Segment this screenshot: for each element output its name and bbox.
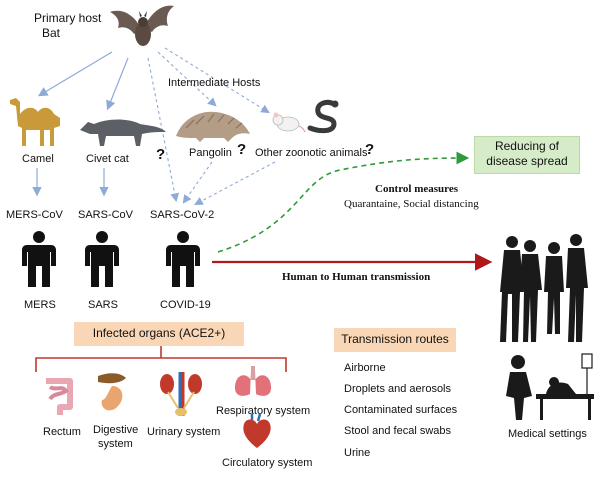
transmission-routes-title: Transmission routes [341,332,449,346]
sars-label: SARS [88,299,118,311]
human-sars-icon [85,231,119,287]
route-item: Stool and fecal swabs [344,425,452,437]
route-item: Urine [344,447,371,459]
route-item: Airborne [344,362,386,374]
sars-cov-label: SARS-CoV [78,209,134,221]
pangolin-question-mark: ? [237,141,247,158]
camel-label: Camel [22,153,54,165]
arrow-bat-other [164,47,270,114]
sars-cov-2-label: SARS-CoV-2 [150,209,215,221]
rectum-icon [46,378,73,415]
bat-label: Bat [42,26,61,40]
other-animals-label: Other zoonotic animals [255,147,368,159]
digestive-system-icon [98,373,126,411]
arrow-bat-sars2 [147,57,180,203]
primary-host-label: Primary host [34,11,102,25]
reducing-spread-box: Reducing of disease spread [474,136,580,174]
people-group-icon [500,234,588,342]
arrow-bat-pangolin [157,51,217,107]
mers-label: MERS [24,299,56,311]
heart-icon [243,414,271,448]
mouse-icon [272,112,306,133]
infected-organs-title: Infected organs (ACE2+) [92,326,226,340]
circulatory-label: Circulatory system [222,457,313,469]
pangolin-label: Pangolin [189,147,232,159]
human-mers-icon [22,231,56,287]
lungs-icon [234,366,272,396]
reducing-line2: disease spread [486,154,568,168]
digestive-label-line2: system [98,438,133,450]
control-measures-title: Control measures [375,183,459,195]
covid-19-label: COVID-19 [160,299,211,311]
urinary-system-icon [160,372,202,416]
intermediate-hosts-label: Intermediate Hosts [168,77,261,89]
snake-icon [307,99,339,134]
infected-organs-box: Infected organs (ACE2+) [74,322,244,346]
control-measures-items: Quarantaine, Social distancing [344,198,479,210]
transmission-routes-box: Transmission routes [334,328,456,352]
civet-cat-icon [80,119,166,146]
mers-cov-label: MERS-CoV [6,209,63,221]
urinary-label: Urinary system [147,426,221,438]
arrow-pangolin-sars2 [182,161,213,204]
civet-cat-label: Civet cat [86,153,129,165]
digestive-label-line1: Digestive [93,424,139,436]
human-covid-icon [166,231,200,287]
reducing-line1: Reducing of [494,139,560,153]
bat-icon [110,5,174,46]
pangolin-icon [176,111,250,142]
route-item: Droplets and aerosols [344,383,452,395]
arrow-other-sars2 [194,161,276,206]
respiratory-label: Respiratory system [216,405,311,417]
arrow-control-measures [217,151,470,253]
h2h-transmission-label: Human to Human transmission [282,271,431,283]
arrow-bat-camel [37,51,113,97]
medical-settings-label: Medical settings [508,428,587,440]
route-item: Contaminated surfaces [344,404,458,416]
other-animals-question-mark: ? [365,141,375,158]
arrow-bat-civet [106,57,129,111]
medical-settings-icon [506,353,594,420]
rectum-label: Rectum [43,426,81,438]
camel-icon [10,98,60,146]
civet-question-mark: ? [156,146,166,163]
